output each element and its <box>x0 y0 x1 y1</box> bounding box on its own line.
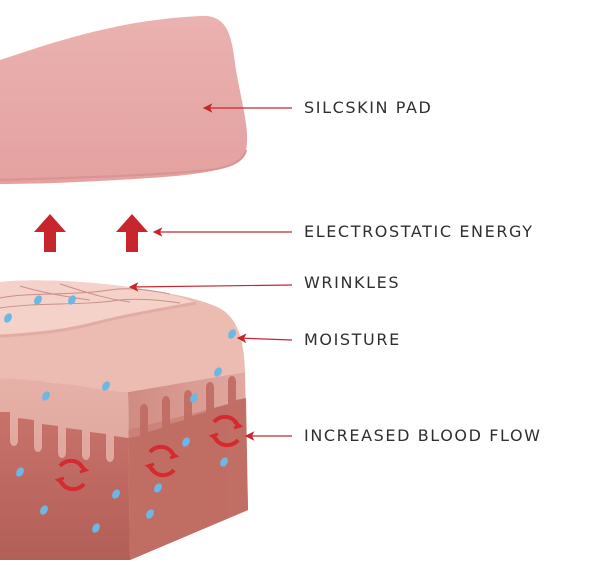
label-increased-blood-flow: INCREASED BLOOD FLOW <box>304 426 542 445</box>
up-arrow-icon <box>34 214 66 252</box>
silcskin-pad-shape <box>0 15 248 184</box>
wrinkle-lines <box>0 283 181 309</box>
up-arrow-icon <box>116 214 148 252</box>
circular-flow-icon <box>208 414 244 448</box>
water-drop-icon <box>4 295 236 533</box>
circular-flow-icon <box>54 458 90 492</box>
label-moisture: MOISTURE <box>304 330 401 349</box>
label-silcskin-pad: SILCSKIN PAD <box>304 98 433 117</box>
leader-arrow-icon <box>128 103 293 441</box>
circular-flow-icon <box>144 444 180 478</box>
label-electrostatic-energy: ELECTROSTATIC ENERGY <box>304 222 534 241</box>
label-wrinkles: WRINKLES <box>304 273 401 292</box>
